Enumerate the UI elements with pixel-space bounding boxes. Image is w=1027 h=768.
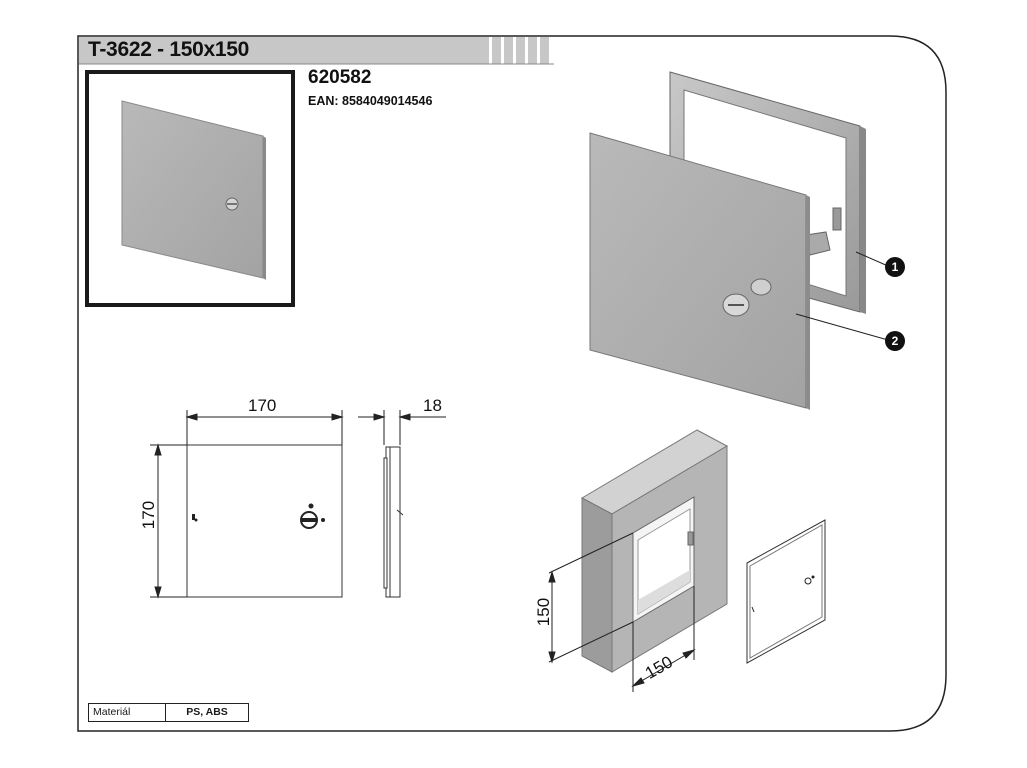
dim-width-lines bbox=[185, 410, 344, 445]
dim-depth-lines bbox=[358, 410, 446, 445]
page-title: T-3622 - 150x150 bbox=[88, 38, 249, 61]
dim-opening-h-label: 150 bbox=[534, 597, 554, 627]
material-table: Materiál PS, ABS bbox=[88, 703, 249, 722]
thumbnail-door bbox=[121, 100, 266, 280]
material-label: Materiál bbox=[89, 704, 166, 721]
dim-height-label: 170 bbox=[139, 500, 159, 530]
small-door bbox=[746, 519, 826, 664]
dim-depth-label: 18 bbox=[423, 396, 442, 415]
leader-2 bbox=[795, 313, 889, 341]
callout-1: 1 bbox=[885, 257, 905, 277]
callout-2: 2 bbox=[885, 331, 905, 351]
ean-code: EAN: 8584049014546 bbox=[308, 94, 433, 108]
product-code: 620582 bbox=[308, 67, 372, 88]
leader-1 bbox=[855, 251, 889, 267]
front-view bbox=[186, 444, 343, 598]
title-bar-bg bbox=[79, 37, 489, 64]
wall-box bbox=[580, 429, 729, 673]
title-bar-stripes bbox=[492, 37, 549, 64]
material-value: PS, ABS bbox=[186, 706, 228, 718]
dim-height-lines bbox=[150, 443, 187, 599]
dim-width-label: 170 bbox=[248, 396, 277, 415]
side-view bbox=[383, 446, 404, 598]
dim-opening-lines bbox=[548, 532, 696, 692]
sheet-border bbox=[77, 35, 947, 732]
exploded-door bbox=[589, 132, 810, 410]
